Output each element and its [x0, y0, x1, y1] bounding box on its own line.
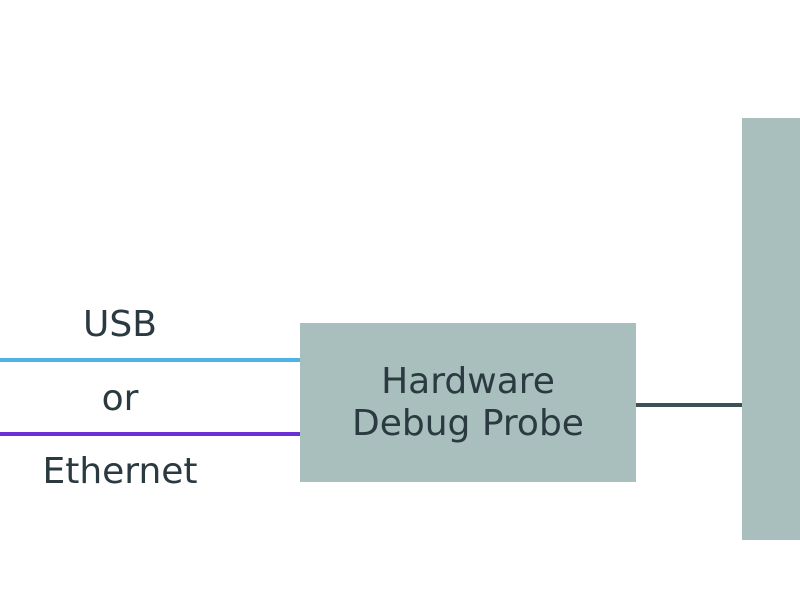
- usb-label: USB: [83, 304, 157, 345]
- hardware-debug-probe-box: Hardware Debug Probe: [300, 323, 636, 482]
- probe-label-line-2: Debug Probe: [352, 402, 584, 444]
- target-device-box: [742, 118, 800, 540]
- ethernet-label: Ethernet: [42, 451, 198, 492]
- ethernet-connection-line: [0, 432, 300, 436]
- or-label: or: [101, 378, 139, 419]
- probe-label-line-1: Hardware: [381, 360, 555, 402]
- probe-to-target-line: [636, 403, 742, 407]
- usb-connection-line: [0, 358, 300, 362]
